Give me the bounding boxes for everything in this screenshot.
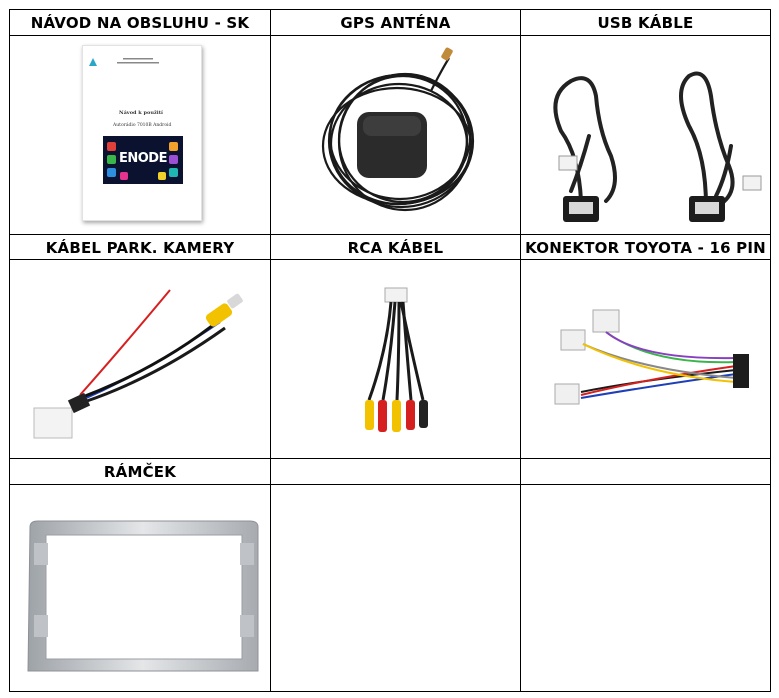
parking-camera-cable-image	[10, 260, 270, 458]
camera-cable-icon	[33, 289, 243, 439]
frame-icon	[27, 520, 259, 672]
connector-harness-icon	[554, 309, 749, 405]
manual-booklet: Návod k použití Autorádio 7010B Android …	[82, 45, 202, 221]
row-divider	[10, 484, 770, 485]
row-divider	[10, 259, 770, 260]
manual-title: Návod k použití	[119, 110, 163, 116]
screen-brand: ENODE	[119, 151, 167, 166]
manual-subtitle: Autorádio 7010B Android	[113, 123, 172, 128]
gps-antenna-image	[271, 36, 520, 234]
contents-table: NÁVOD NA OBSLUHU - SK GPS ANTÉNA USB KÁB…	[9, 9, 771, 692]
app-icons	[107, 142, 178, 180]
header-frame: RÁMČEK	[103, 462, 177, 481]
header-empty	[521, 459, 770, 484]
header-parking-camera-cable: KÁBEL PARK. KAMERY	[45, 238, 235, 257]
rca-cable-image	[271, 260, 520, 458]
header-rca-cable: RCA KÁBEL	[347, 238, 444, 257]
frame-image	[10, 485, 270, 693]
gps-antenna-icon	[321, 47, 475, 212]
row-divider	[10, 458, 770, 459]
manual-image: Návod k použití Autorádio 7010B Android …	[10, 36, 270, 234]
usb-cable-icon	[553, 71, 762, 222]
column-divider	[520, 10, 521, 691]
row-divider	[10, 234, 770, 235]
column-divider	[270, 10, 271, 691]
manual-screen: ENODE	[103, 136, 183, 184]
manual-logo-icon	[89, 58, 159, 66]
rca-cable-icon	[365, 287, 428, 432]
header-empty	[271, 459, 520, 484]
header-gps-antenna: GPS ANTÉNA	[340, 13, 451, 32]
toyota-connector-image	[521, 260, 770, 458]
header-usb-cables: USB KÁBLE	[597, 13, 694, 32]
header-manual: NÁVOD NA OBSLUHU - SK	[30, 13, 250, 32]
header-toyota-connector: KONEKTOR TOYOTA - 16 PIN	[525, 238, 766, 257]
usb-cables-image	[521, 36, 770, 234]
row-divider	[10, 35, 770, 36]
